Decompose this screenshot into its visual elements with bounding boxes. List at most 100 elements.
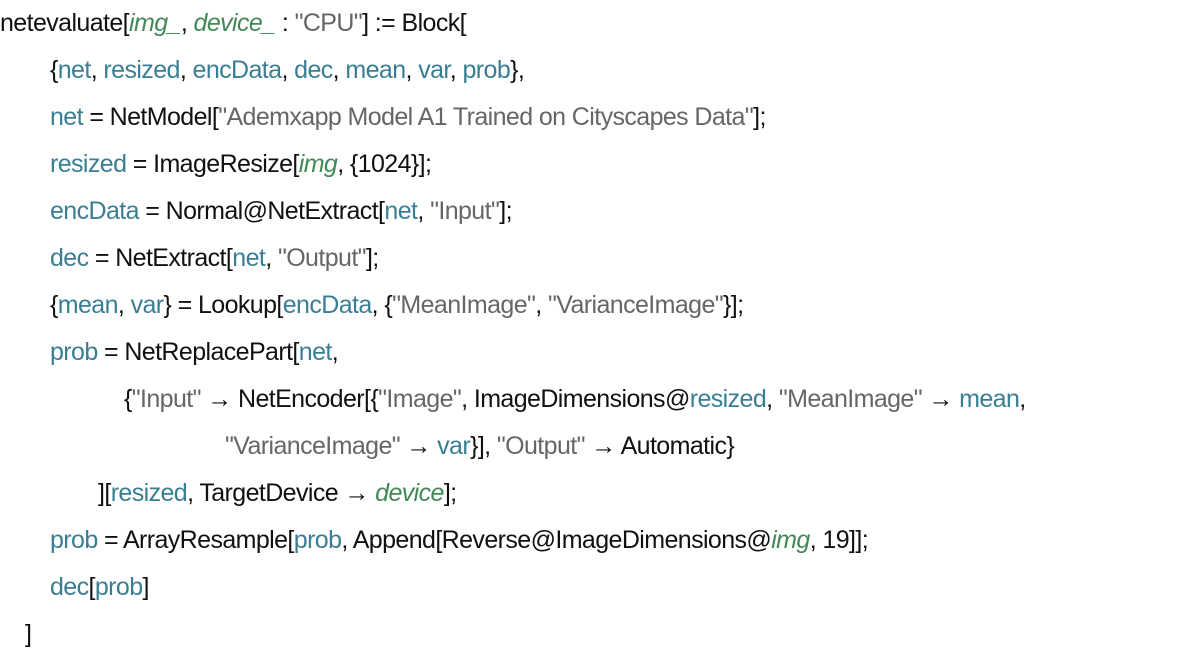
- string-token: "Image": [378, 385, 462, 413]
- variable-token: mean: [959, 385, 1020, 413]
- code-token: , {1024}];: [337, 150, 432, 178]
- code-token: ,: [180, 9, 194, 37]
- string-token: "CPU": [294, 9, 363, 37]
- code-token: }],: [470, 432, 497, 460]
- code-token: {: [50, 291, 58, 319]
- variable-token: prob: [293, 526, 342, 554]
- code-token: ,: [331, 338, 339, 366]
- variable-token: prob: [50, 526, 98, 554]
- variable-token: net: [298, 338, 333, 366]
- code-token: {: [50, 56, 58, 84]
- code-line: {net, resized, encData, dec, mean, var, …: [50, 55, 525, 85]
- pattern-token: img: [771, 526, 810, 554]
- code-line: {"Input" → NetEncoder[{"Image", ImageDim…: [124, 384, 1026, 414]
- code-line: ][resized, TargetDevice → device];: [98, 478, 457, 508]
- code-token: , 19]];: [809, 526, 869, 554]
- code-token: } = Lookup[: [163, 291, 284, 319]
- code-token: ,: [405, 56, 419, 84]
- code-line: netevaluate[img_, device_ : "CPU"] := Bl…: [0, 8, 467, 38]
- string-token: "MeanImage": [392, 291, 536, 319]
- variable-token: encData: [50, 197, 140, 225]
- code-token: ]: [142, 573, 150, 601]
- variable-token: resized: [103, 56, 180, 84]
- code-token: = Normal@NetExtract[: [138, 197, 385, 225]
- code-line: dec = NetExtract[net, "Output"];: [50, 243, 379, 273]
- variable-token: var: [130, 291, 165, 319]
- code-token: ,: [766, 385, 779, 413]
- string-token: "Ademxapp Model A1 Trained on Cityscapes…: [218, 103, 754, 131]
- string-token: "Input": [430, 197, 500, 225]
- code-token: = NetModel[: [82, 103, 219, 131]
- code-token: netevaluate[: [0, 9, 130, 37]
- variable-token: prob: [50, 338, 98, 366]
- code-token: ,: [1019, 385, 1026, 413]
- variable-token: dec: [50, 573, 89, 601]
- variable-token: prob: [94, 573, 143, 601]
- pattern-token: img_: [129, 9, 181, 37]
- code-token: ]: [25, 620, 32, 648]
- code-token: = ImageResize[: [126, 150, 300, 178]
- variable-token: dec: [294, 56, 333, 84]
- code-token: ];: [499, 197, 512, 225]
- string-token: "Output": [496, 432, 586, 460]
- variable-token: dec: [50, 244, 89, 272]
- code-token: = NetExtract[: [88, 244, 233, 272]
- code-token: {: [124, 385, 132, 413]
- code-token: , {: [371, 291, 393, 319]
- code-token: :: [275, 9, 295, 37]
- code-token: = ArrayResample[: [97, 526, 294, 554]
- variable-token: prob: [462, 56, 511, 84]
- variable-token: mean: [57, 291, 119, 319]
- code-token: ];: [443, 479, 457, 507]
- code-token: → NetEncoder[{: [200, 385, 379, 413]
- variable-token: net: [232, 244, 266, 272]
- variable-token: net: [50, 103, 84, 131]
- pattern-token: device_: [193, 9, 277, 37]
- variable-token: mean: [345, 56, 406, 84]
- code-token: ];: [753, 103, 766, 131]
- code-token: }];: [723, 291, 744, 319]
- code-line: prob = ArrayResample[prob, Append[Revers…: [50, 525, 869, 555]
- code-token: →: [400, 432, 438, 460]
- code-line: resized = ImageResize[img, {1024}];: [50, 149, 432, 179]
- code-token: = NetReplacePart[: [97, 338, 299, 366]
- code-token: ] := Block[: [362, 9, 466, 37]
- string-token: "Output": [277, 244, 367, 272]
- variable-token: encData: [192, 56, 283, 84]
- code-token: → Automatic}: [584, 432, 735, 460]
- code-token: [: [88, 573, 96, 601]
- code-token: ,: [265, 244, 278, 272]
- variable-token: resized: [50, 150, 127, 178]
- string-token: "VarianceImage": [548, 291, 724, 319]
- code-token: },: [510, 56, 525, 84]
- string-token: "VarianceImage": [225, 432, 401, 460]
- code-line: "VarianceImage" → var}], "Output" → Auto…: [225, 431, 735, 461]
- code-line: encData = Normal@NetExtract[net, "Input"…: [50, 196, 513, 226]
- code-line: ]: [25, 619, 32, 649]
- string-token: "MeanImage": [778, 385, 923, 413]
- code-token: ,: [449, 56, 463, 84]
- code-line: prob = NetReplacePart[net,: [50, 337, 339, 367]
- code-line: dec[prob]: [50, 572, 150, 602]
- code-line: {mean, var} = Lookup[encData, {"MeanImag…: [50, 290, 744, 320]
- variable-token: resized: [110, 479, 188, 507]
- code-token: , TargetDevice →: [187, 479, 376, 507]
- code-line: net = NetModel["Ademxapp Model A1 Traine…: [50, 102, 766, 132]
- pattern-token: device: [375, 479, 444, 507]
- pattern-token: img: [298, 150, 338, 178]
- code-token: ,: [117, 291, 131, 319]
- code-token: ,: [535, 291, 548, 319]
- code-token: →: [922, 385, 960, 413]
- code-token: ];: [365, 244, 379, 272]
- variable-token: resized: [689, 385, 767, 413]
- code-token: ,: [332, 56, 346, 84]
- variable-token: net: [57, 56, 92, 84]
- variable-token: var: [437, 432, 471, 460]
- code-token: ,: [417, 197, 431, 225]
- code-token: ,: [179, 56, 193, 84]
- code-token: , ImageDimensions@: [461, 385, 690, 413]
- code-token: ,: [90, 56, 104, 84]
- code-token: , Append[Reverse@ImageDimensions@: [341, 526, 772, 554]
- code-token: ][: [98, 479, 111, 507]
- variable-token: var: [418, 56, 450, 84]
